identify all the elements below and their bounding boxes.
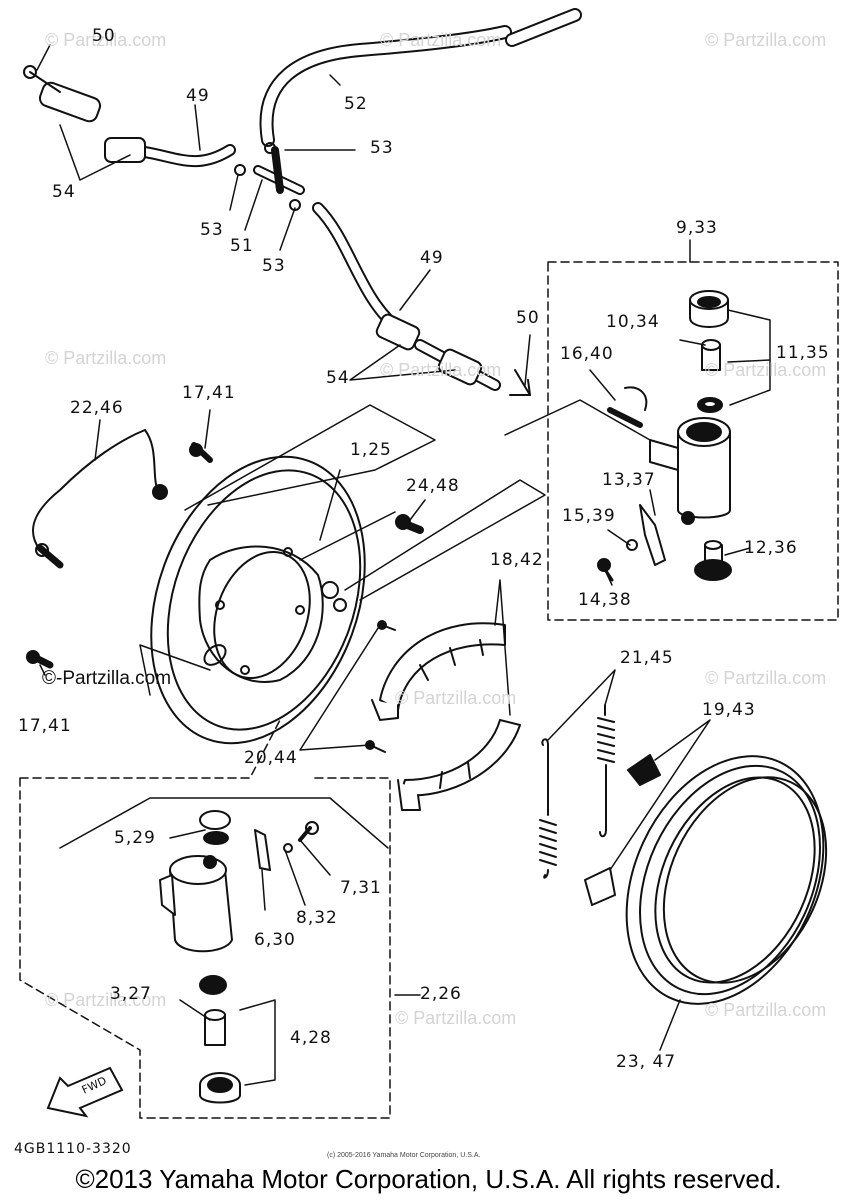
callout-label: 53 xyxy=(262,256,286,276)
group-box-2-26 xyxy=(19,719,391,1119)
small-copyright: (c) 2005-2016 Yamaha Motor Corporation, … xyxy=(327,1152,481,1159)
brake-shoe-upper xyxy=(371,622,506,721)
spring-21-45-right xyxy=(597,704,615,838)
brake-panel-1-25 xyxy=(150,455,366,745)
watermark: © Partzilla.com xyxy=(45,30,167,50)
drum-seal-23-47 xyxy=(625,755,828,1005)
callout-label: 19,43 xyxy=(702,700,756,720)
brake-shoe-lower xyxy=(397,719,521,811)
callout-label: 4,28 xyxy=(290,1028,332,1048)
callout-leaders xyxy=(36,44,751,1051)
footer-copyright: ©2013 Yamaha Motor Corporation, U.S.A. A… xyxy=(75,1164,782,1194)
bolt-17-41-upper xyxy=(189,442,213,463)
watermark: © Partzilla.com xyxy=(705,668,827,688)
callout-label: 16,40 xyxy=(560,344,614,364)
callout-label: 50 xyxy=(516,308,540,328)
callout-label: 20,44 xyxy=(244,748,298,768)
part-code: 4GB1110-3320 xyxy=(14,1141,132,1157)
fwd-arrow-icon: FWD xyxy=(46,1066,124,1118)
callout-label: 5,29 xyxy=(114,828,156,848)
watermark-prominent: ©-Partzilla.com xyxy=(42,668,172,689)
callout-label: 2,26 xyxy=(420,984,462,1004)
callout-label: 3,27 xyxy=(110,984,152,1004)
callout-label: 50 xyxy=(92,26,116,46)
callout-label: 54 xyxy=(52,182,76,202)
callout-label: 7,31 xyxy=(340,878,382,898)
callout-label: 54 xyxy=(326,368,350,388)
callout-label: 14,38 xyxy=(578,590,632,610)
callout-label: 13,37 xyxy=(602,470,656,490)
callout-label: 23, 47 xyxy=(616,1052,677,1072)
inner-leader xyxy=(59,797,389,849)
callout-label: 49 xyxy=(186,86,210,106)
callout-label: 21,45 xyxy=(620,648,674,668)
hose-49-upper xyxy=(23,65,236,168)
group-box-9-33 xyxy=(547,261,839,621)
callout-label: 12,36 xyxy=(744,538,798,558)
callout-label: 53 xyxy=(200,220,224,240)
brake-hose-22-46 xyxy=(31,429,168,569)
spring-21-45-left xyxy=(539,738,557,879)
callout-label: 53 xyxy=(370,138,394,158)
watermark: © Partzilla.com xyxy=(705,30,827,50)
callout-label: 51 xyxy=(230,236,254,256)
callout-label: 15,39 xyxy=(562,506,616,526)
callout-label: 18,42 xyxy=(490,550,544,570)
watermark: © Partzilla.com xyxy=(705,1000,827,1020)
callout-label: 49 xyxy=(420,248,444,268)
callout-label: 10,34 xyxy=(606,312,660,332)
watermark: © Partzilla.com xyxy=(45,348,167,368)
callout-label: 24,48 xyxy=(406,476,460,496)
callout-label: 52 xyxy=(344,94,368,114)
watermark: © Partzilla.com xyxy=(395,1008,517,1028)
callout-label: 17,41 xyxy=(18,716,72,736)
callout-label: 9,33 xyxy=(676,218,718,238)
callout-label: 22,46 xyxy=(70,398,124,418)
callout-label: 17,41 xyxy=(182,383,236,403)
bolt-17-41-lower xyxy=(26,650,54,669)
t-joint-51 xyxy=(234,142,305,211)
callout-label: 11,35 xyxy=(776,343,830,363)
hose-52 xyxy=(259,8,582,147)
watermark: © Partzilla.com xyxy=(705,360,827,380)
wheel-cylinder-lower xyxy=(159,810,319,1104)
bolt-24-48 xyxy=(395,514,424,534)
callout-label: 1,25 xyxy=(350,440,392,460)
hose-49-lower xyxy=(312,202,531,396)
leader-lines xyxy=(139,399,651,696)
callout-label: 6,30 xyxy=(254,930,296,950)
callout-label: 8,32 xyxy=(296,908,338,928)
watermark: © Partzilla.com xyxy=(395,688,517,708)
wheel-cylinder-upper xyxy=(597,290,771,582)
watermark: © Partzilla.com xyxy=(45,990,167,1010)
clips-19-43 xyxy=(584,754,661,906)
watermark: © Partzilla.com xyxy=(380,30,502,50)
watermark: © Partzilla.com xyxy=(380,360,502,380)
